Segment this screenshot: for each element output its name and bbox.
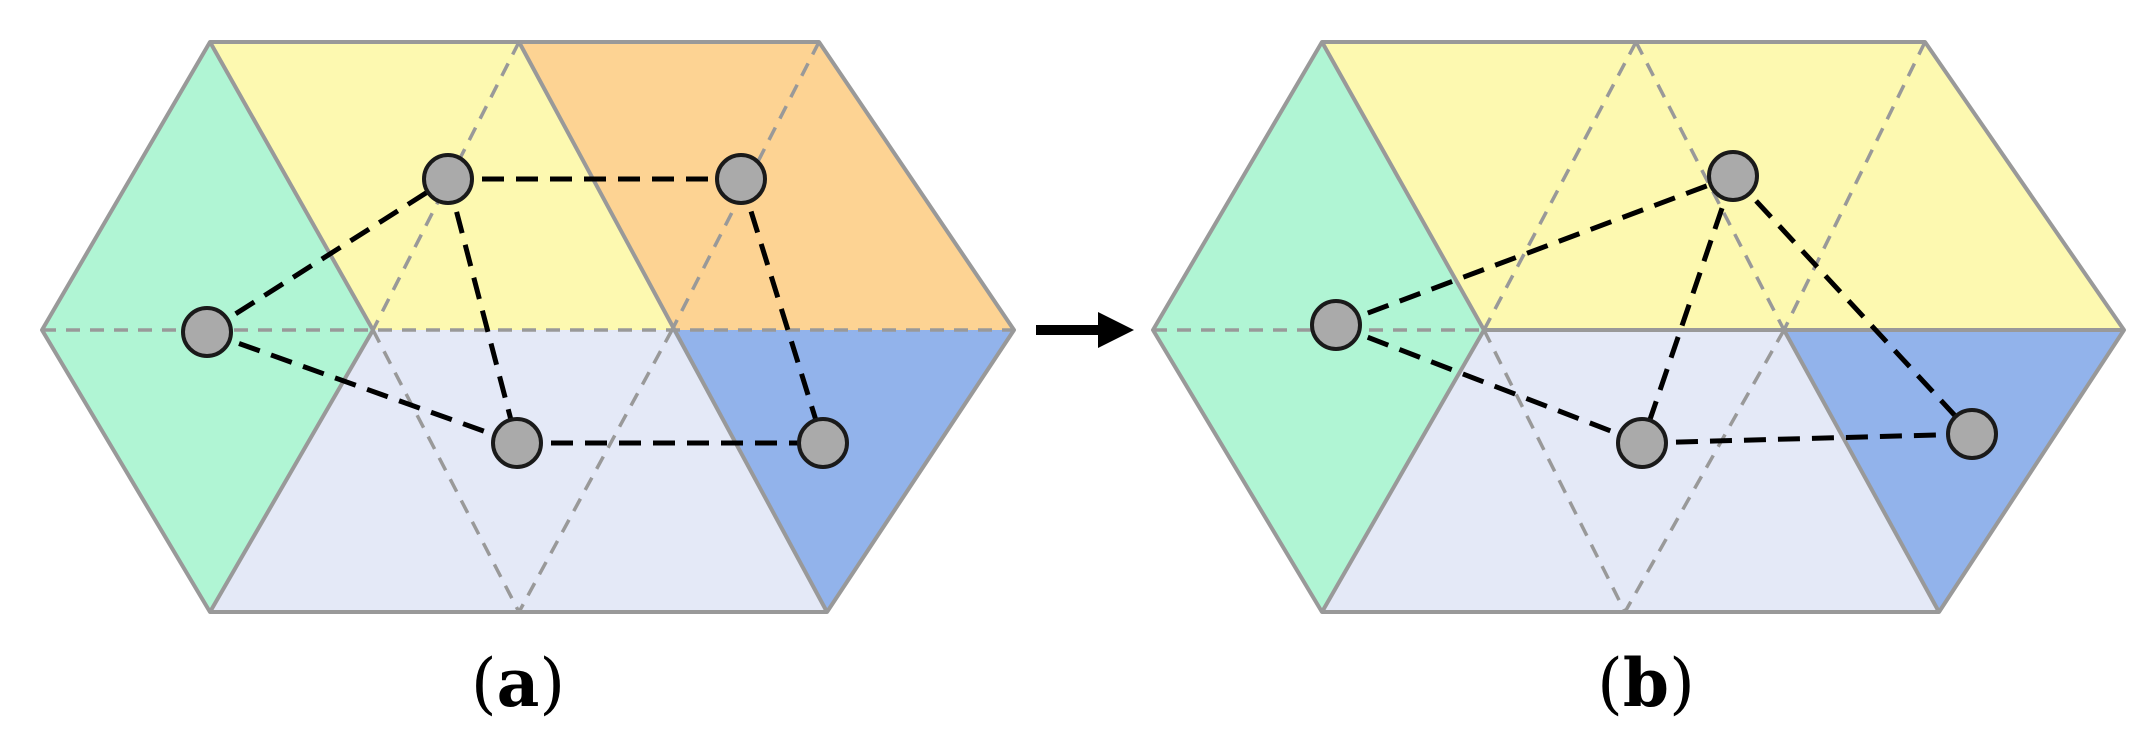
graph-edges [1335, 173, 1974, 446]
node [1616, 417, 1668, 469]
blue-region [1784, 330, 2124, 612]
graph-nodes [181, 153, 849, 469]
node [1707, 150, 1759, 202]
graph-nodes [1310, 150, 1998, 469]
panel-a: (a) [40, 40, 1016, 722]
node [715, 153, 767, 205]
dashed-grid [1153, 41, 1927, 613]
dashed-grid [42, 41, 1014, 613]
orange-region [519, 42, 1014, 330]
node [797, 417, 849, 469]
node [181, 306, 233, 358]
node [491, 417, 543, 469]
solid-outline [40, 40, 1016, 614]
panel-b: (b) [1151, 40, 2126, 722]
panel-label-b: (b) [1597, 644, 1695, 722]
lightblue-region [1322, 330, 1939, 612]
node [1946, 408, 1998, 460]
node [1310, 299, 1362, 351]
panel-label-a: (a) [471, 644, 565, 722]
right-arrow-icon [1036, 312, 1134, 348]
node [422, 153, 474, 205]
solid-outline [1151, 40, 2126, 614]
lightblue-region [210, 330, 827, 612]
graph-edges [205, 176, 826, 446]
blue-region [672, 330, 1014, 612]
